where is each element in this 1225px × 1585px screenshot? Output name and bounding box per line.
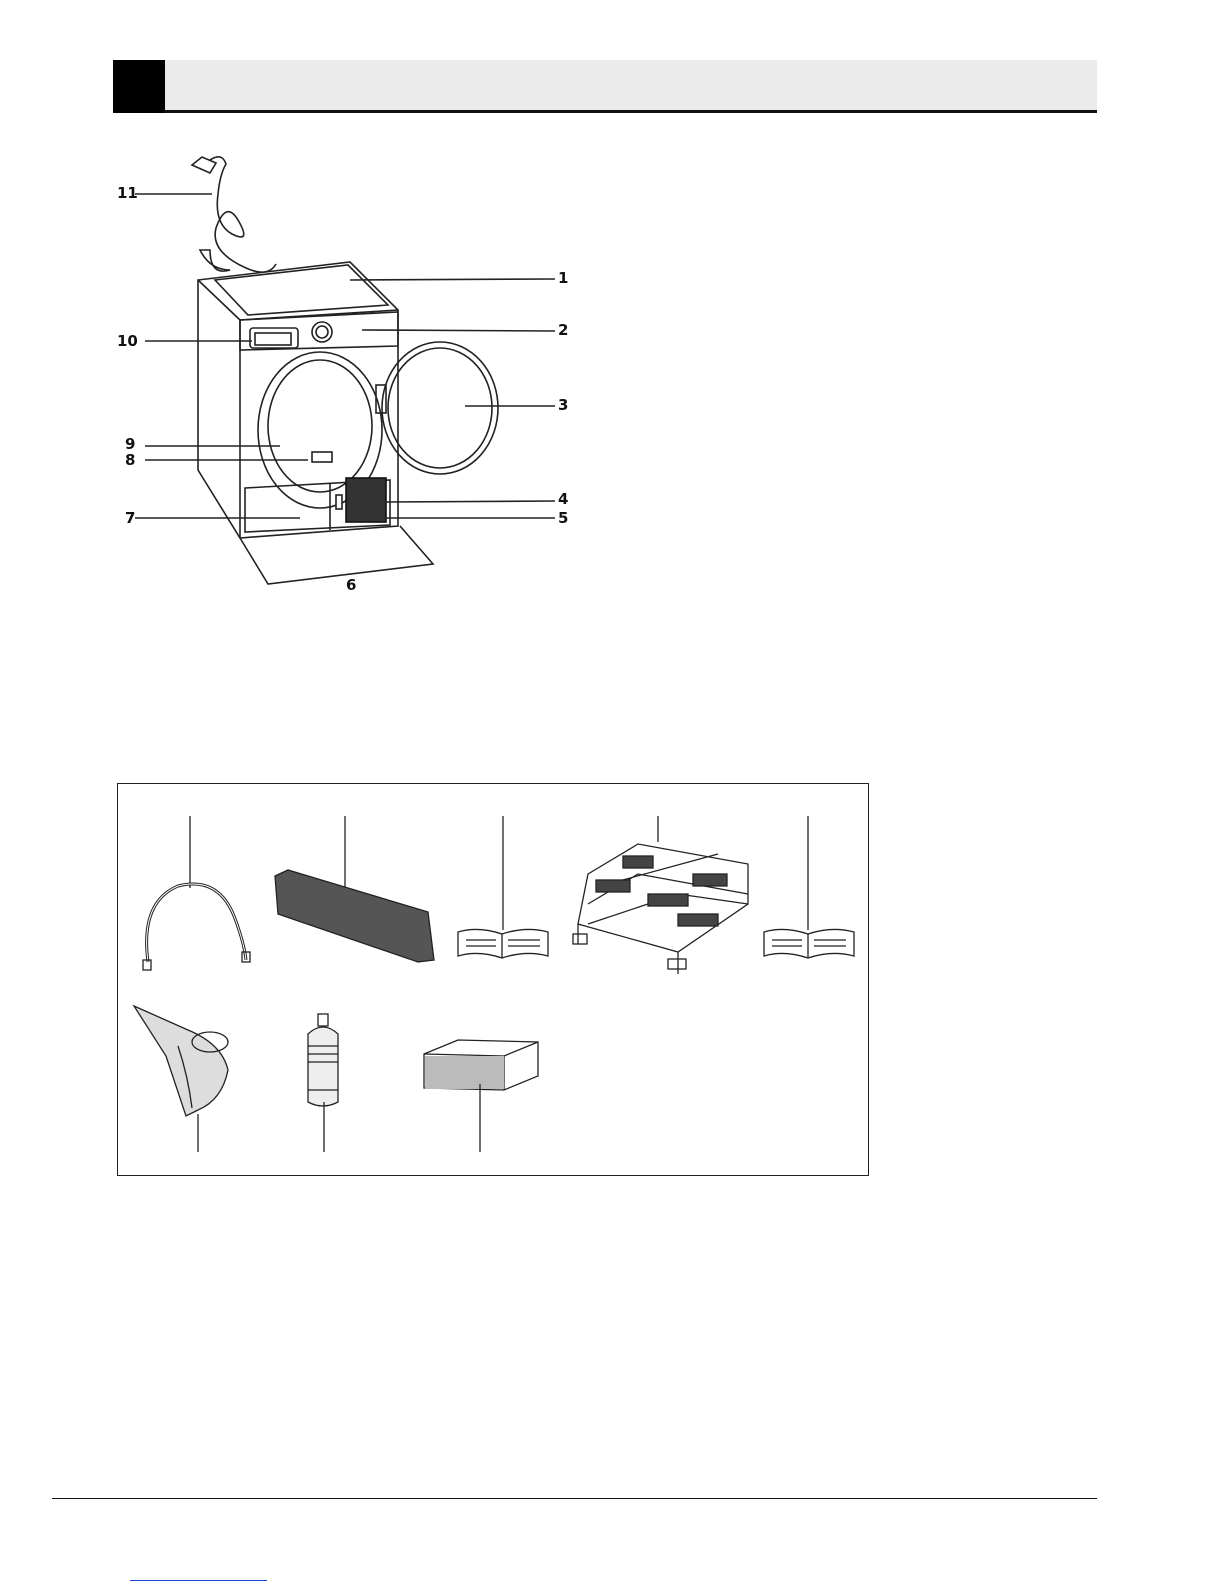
callout-11: 11 <box>117 186 138 201</box>
manual-booklet-2-icon <box>764 816 854 958</box>
callout-2: 2 <box>558 323 568 338</box>
callout-3: 3 <box>558 398 568 413</box>
accessories-illustration <box>118 784 868 1175</box>
callout-1: 1 <box>558 271 568 286</box>
sponge-block-icon <box>424 1040 538 1152</box>
footer-rule <box>52 1498 1097 1499</box>
callout-5: 5 <box>558 511 568 526</box>
dryer-illustration <box>100 140 600 610</box>
manual-booklet-icon <box>458 816 548 958</box>
dryer-overview-figure: 1 2 3 4 5 6 7 8 9 10 11 <box>100 140 600 610</box>
callout-9: 9 <box>125 437 135 452</box>
callout-10: 10 <box>117 334 138 349</box>
filter-sponge-icon <box>275 816 434 962</box>
footer-link-underline[interactable] <box>130 1580 267 1581</box>
callout-4: 4 <box>558 492 568 507</box>
bottle-icon <box>308 1014 338 1152</box>
section-header-bar <box>113 60 1097 113</box>
callout-6: 6 <box>346 578 356 593</box>
callout-8: 8 <box>125 453 135 468</box>
drain-hose-icon <box>143 816 250 970</box>
accessories-box <box>117 783 869 1176</box>
drying-rack-icon <box>573 816 748 974</box>
water-jug-icon <box>134 1006 228 1152</box>
callout-7: 7 <box>125 511 135 526</box>
section-number-block <box>113 60 165 113</box>
